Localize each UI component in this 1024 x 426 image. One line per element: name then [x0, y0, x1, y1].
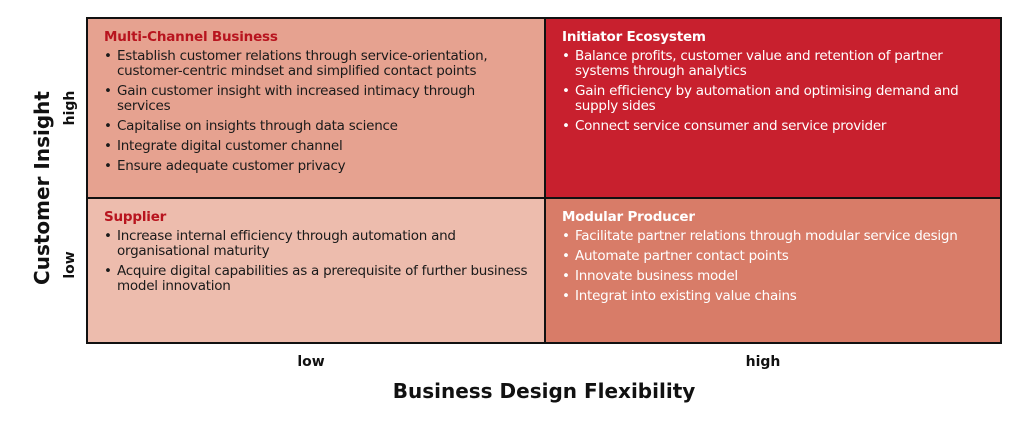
quadrant-title: Modular Producer	[562, 209, 695, 225]
x-axis-high-label: high	[745, 354, 781, 370]
quadrant-modular-producer: Modular Producer Facilitate partner rela…	[546, 199, 1000, 342]
bullet-item: Acquire digital capabilities as a prereq…	[104, 264, 532, 294]
bullet-item: Innovate business model	[562, 269, 988, 285]
bullet-item: Integrat into existing value chains	[562, 289, 988, 305]
bullet-item: Connect service consumer and service pro…	[562, 119, 988, 135]
quadrant-matrix: Multi-Channel Business Establish custome…	[86, 17, 1002, 344]
x-axis-title: Business Design Flexibility	[392, 379, 696, 403]
quadrant-bullet-list: Establish customer relations through ser…	[104, 49, 532, 175]
y-axis-high-label: high	[62, 90, 78, 126]
quadrant-initiator-ecosystem: Initiator Ecosystem Balance profits, cus…	[546, 19, 1000, 199]
quadrant-bullet-list: Balance profits, customer value and rete…	[562, 49, 988, 135]
y-axis-title: Customer Insight	[30, 91, 54, 285]
bullet-item: Gain customer insight with increased int…	[104, 84, 532, 114]
quadrant-title: Supplier	[104, 209, 167, 225]
bullet-item: Balance profits, customer value and rete…	[562, 49, 988, 79]
bullet-item: Facilitate partner relations through mod…	[562, 229, 988, 245]
quadrant-supplier: Supplier Increase internal efficiency th…	[88, 199, 546, 342]
bullet-item: Automate partner contact points	[562, 249, 988, 265]
quadrant-bullet-list: Increase internal efficiency through aut…	[104, 229, 532, 294]
bullet-item: Gain efficiency by automation and optimi…	[562, 84, 988, 114]
bullet-item: Capitalise on insights through data scie…	[104, 119, 532, 135]
bullet-item: Increase internal efficiency through aut…	[104, 229, 532, 259]
quadrant-bullet-list: Facilitate partner relations through mod…	[562, 229, 988, 305]
quadrant-title: Initiator Ecosystem	[562, 29, 706, 45]
y-axis-low-label: low	[62, 251, 78, 279]
x-axis-low-label: low	[297, 354, 325, 370]
quadrant-multi-channel-business: Multi-Channel Business Establish custome…	[88, 19, 546, 199]
quadrant-title: Multi-Channel Business	[104, 29, 278, 45]
bullet-item: Ensure adequate customer privacy	[104, 159, 532, 175]
bullet-item: Establish customer relations through ser…	[104, 49, 532, 79]
bullet-item: Integrate digital customer channel	[104, 139, 532, 155]
